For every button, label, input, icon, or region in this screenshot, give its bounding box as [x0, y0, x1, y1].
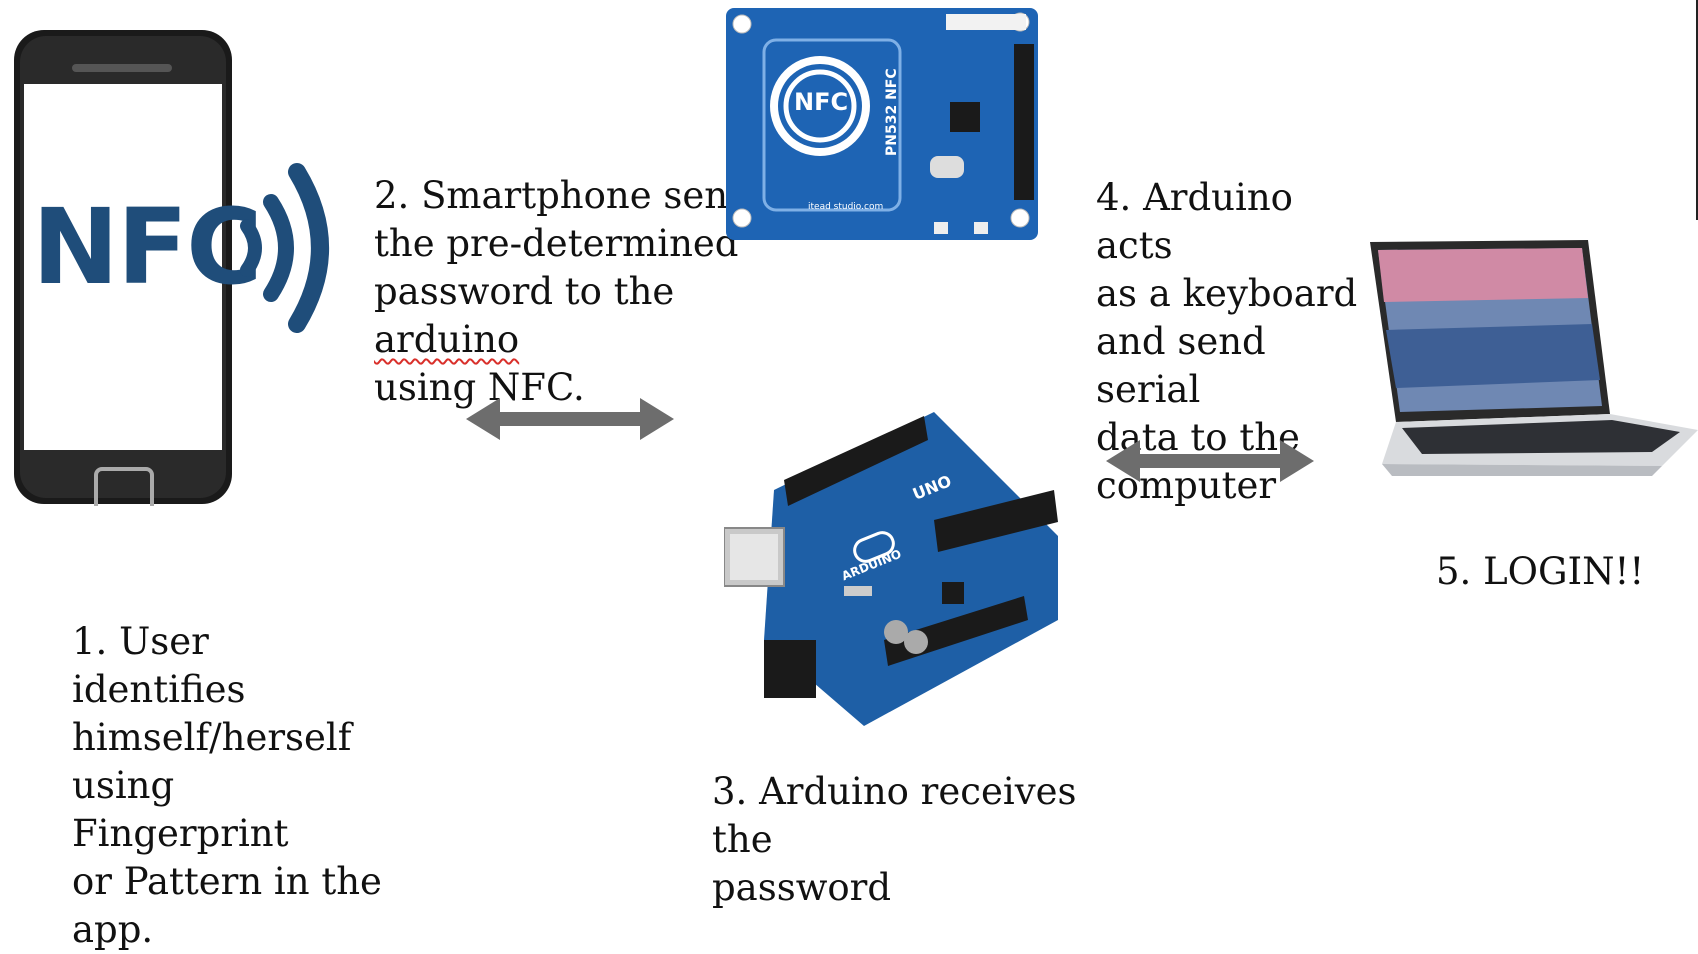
laptop-icon: [1370, 240, 1698, 476]
double-arrow-icon: [1106, 440, 1314, 482]
arduino-board-image: [723, 412, 1058, 726]
step-2-text: 2. Smartphone sends the pre-determined p…: [374, 172, 774, 412]
nfc-module-logo-text: NFC: [794, 88, 849, 116]
right-edge-line: [1696, 0, 1698, 220]
step-5-text: 5. LOGIN!!: [1436, 550, 1645, 593]
nfc-module-board: [726, 8, 1038, 240]
step-1-text: 1. User identifies himself/herself using…: [72, 620, 382, 951]
double-arrow-icon: [466, 398, 674, 440]
step-2-misspelled-word: arduino: [374, 318, 520, 361]
smartphone: [12, 28, 234, 515]
phone-nfc-text: NFC: [32, 186, 262, 308]
step-4-text: 4. Arduino acts as a keyboard and send s…: [1096, 176, 1358, 507]
step-2-part-b: using NFC.: [374, 366, 585, 409]
step-2-part-a: 2. Smartphone sends the pre-determined p…: [374, 174, 771, 313]
smartphone-icon: [14, 30, 232, 515]
nfc-module-brand-text: itead studio.com: [808, 202, 884, 212]
nfc-module-side-label: PN532 NFC: [884, 68, 900, 156]
step-3-text: 3. Arduino receives the password: [712, 770, 1077, 909]
nfc-wave-icon: [240, 163, 329, 333]
nfc-module: NFC PN532 NFC itead studio.com: [724, 6, 1040, 242]
arduino-board: ARDUINO UNO: [723, 410, 1060, 728]
